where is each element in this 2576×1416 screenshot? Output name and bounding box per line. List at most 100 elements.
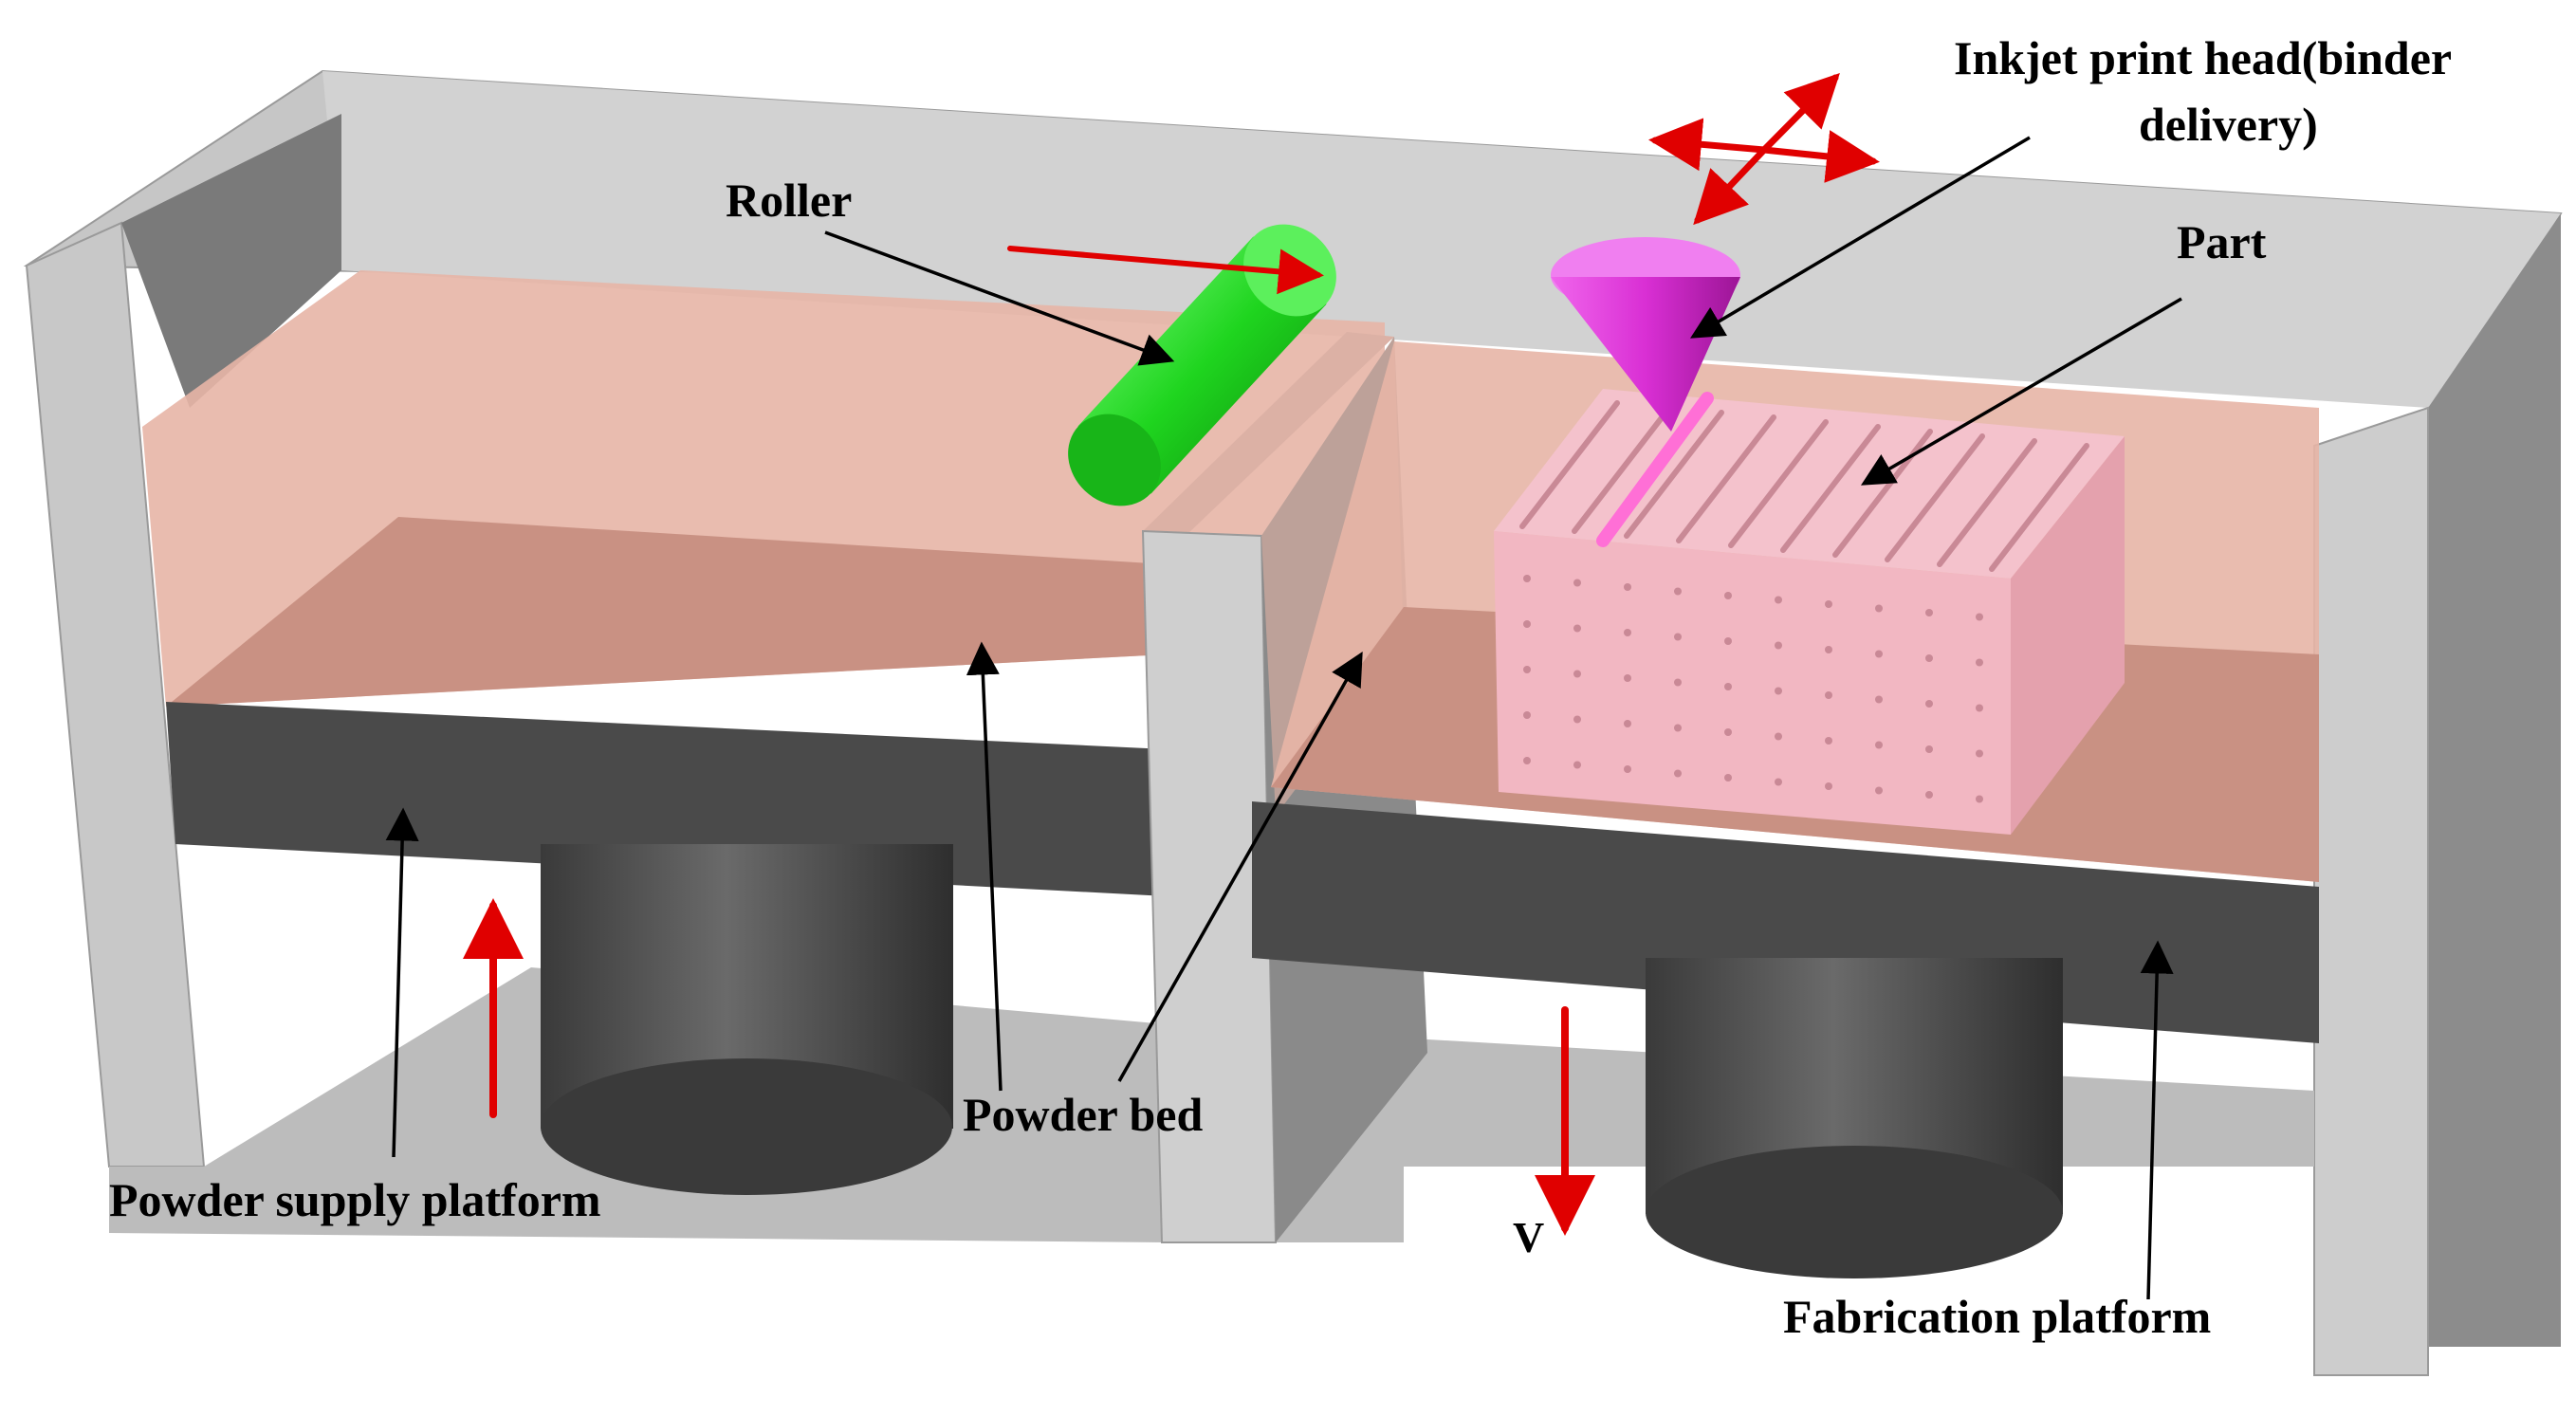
part-surface-dot — [1523, 711, 1531, 719]
part-surface-dot — [1976, 613, 1983, 621]
leader-supply-platform — [385, 807, 419, 1158]
part-surface-dot — [1976, 749, 1983, 758]
part-surface-dot — [1775, 778, 1782, 786]
label-powder-supply-platform: Powder supply platform — [109, 1173, 601, 1226]
part-surface-dot — [1724, 637, 1732, 645]
powder-supply-chamber — [142, 270, 1385, 1195]
part-groove — [1519, 400, 1620, 529]
part-surface-dot — [1624, 583, 1631, 591]
leader-powder-bed-left — [966, 641, 1003, 1092]
label-fabrication-platform: Fabrication platform — [1783, 1290, 2211, 1343]
part-surface-dot — [1925, 609, 1933, 616]
binder-jet — [1596, 392, 1714, 547]
part-surface-dot — [1624, 765, 1631, 773]
part-surface-dot — [1775, 732, 1782, 741]
part-surface-dot — [1724, 728, 1732, 736]
part-surface-dot — [1674, 724, 1682, 732]
part-surface-dot — [1724, 774, 1732, 782]
part-surface-dot — [1624, 629, 1631, 636]
back-wall-face — [322, 71, 2561, 408]
part-surface-dot — [1674, 587, 1682, 596]
part-surface-dot — [1875, 741, 1883, 749]
part-surface-dot — [1825, 782, 1832, 790]
part-surface-dot — [1775, 641, 1782, 650]
label-inkjet-line2: delivery) — [2139, 98, 2318, 151]
supply-piston-base — [541, 1058, 952, 1195]
motion-arrows — [463, 73, 1880, 1236]
leader-fabrication-platform — [2140, 940, 2174, 1300]
part-surface-dot — [1674, 769, 1682, 778]
part-side — [2011, 436, 2125, 835]
part-surface-dot — [1925, 791, 1933, 799]
part-groove — [1780, 424, 1881, 553]
part-surface-dot — [1875, 786, 1883, 795]
part-surface-dot — [1724, 683, 1732, 690]
part-surface-dot — [1523, 620, 1531, 628]
part-surface-dot — [1523, 666, 1531, 673]
part-surface-dot — [1875, 695, 1883, 704]
label-powder-bed: Powder bed — [963, 1088, 1203, 1141]
part-surface-dot — [1925, 700, 1933, 708]
part-surface-dot — [1523, 757, 1531, 764]
part-surface-dot — [1825, 646, 1832, 653]
supply-powder-top-layer — [166, 517, 1167, 707]
roller-body — [1077, 236, 1327, 494]
part-surface-dot — [1976, 704, 1983, 712]
part-surface-dot — [1976, 795, 1983, 803]
part-surface-dot — [1775, 596, 1782, 604]
part-grooves — [1519, 400, 2089, 572]
part-surface-dot — [1674, 633, 1682, 641]
part — [1494, 389, 2125, 835]
part-groove — [1885, 433, 1985, 562]
part-groove — [1832, 429, 1933, 558]
part-surface-dot — [1775, 687, 1782, 695]
head-y-arrow-up — [1760, 73, 1840, 154]
part-surface-dot — [1875, 604, 1883, 613]
right-wall-face — [2428, 213, 2561, 1347]
part-surface-dot — [1573, 624, 1581, 633]
part-surface-dot — [1875, 650, 1883, 658]
part-surface-dot — [1925, 745, 1933, 753]
part-groove — [1676, 414, 1776, 543]
leader-roller — [824, 230, 1175, 366]
head-x-arrow-right — [1760, 130, 1880, 183]
label-inkjet-line1: Inkjet print head(binder — [1954, 31, 2452, 84]
left-wall-inner — [121, 114, 341, 408]
part-surface-dot — [1573, 579, 1581, 587]
leader-part — [1860, 297, 2182, 486]
part-front — [1494, 531, 2011, 835]
leader-arrows — [385, 136, 2182, 1300]
labels: Roller Inkjet print head(binder delivery… — [109, 31, 2452, 1343]
part-surface-dot — [1674, 678, 1682, 687]
part-groove — [1572, 405, 1672, 534]
roller-motion-arrow — [1007, 246, 1324, 295]
part-surface-dot — [1724, 592, 1732, 599]
part-surface-dot — [1573, 761, 1581, 769]
part-surface-dots — [1523, 575, 1983, 803]
label-part: Part — [2177, 215, 2267, 268]
part-surface-dot — [1976, 658, 1983, 667]
part-surface-dot — [1573, 670, 1581, 678]
part-surface-dot — [1825, 600, 1832, 608]
part-groove — [1989, 443, 2089, 572]
part-groove — [1937, 438, 2037, 567]
fabrication-piston-base — [1646, 1146, 2063, 1278]
head-y-arrow-down — [1693, 146, 1768, 226]
part-surface-dot — [1624, 720, 1631, 727]
label-velocity: V — [1513, 1213, 1544, 1261]
leader-inkjet — [1689, 136, 2031, 339]
part-surface-dot — [1573, 715, 1581, 724]
part-surface-dot — [1523, 575, 1531, 582]
right-wall-front — [2313, 406, 2429, 1376]
part-groove — [1624, 410, 1724, 539]
label-roller: Roller — [726, 174, 852, 227]
part-surface-dot — [1624, 674, 1631, 682]
leader-powder-bed-right — [1117, 651, 1363, 1082]
part-surface-dot — [1825, 737, 1832, 745]
head-x-arrow-left — [1648, 118, 1768, 172]
roller-end-near — [1068, 414, 1161, 506]
center-wall-top — [1143, 332, 1394, 536]
part-groove — [1728, 419, 1829, 548]
part-surface-dot — [1825, 691, 1832, 699]
